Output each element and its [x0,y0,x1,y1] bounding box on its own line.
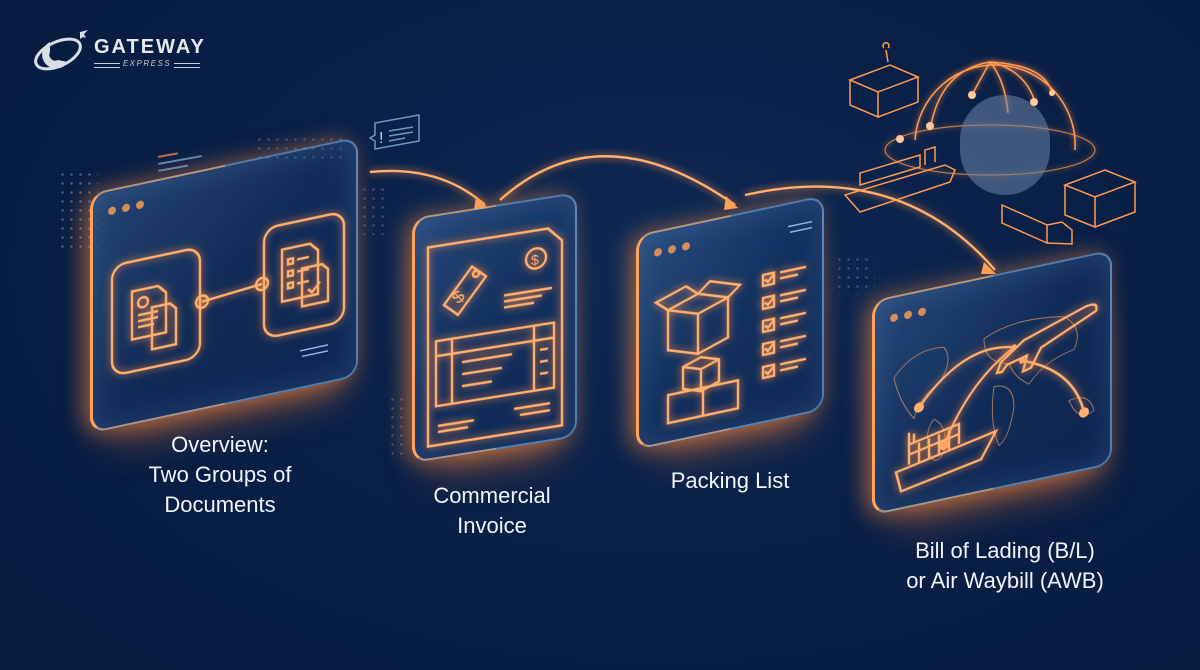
document-chart-icon [130,284,178,351]
shipping-container-icon [847,42,1138,229]
brand-tagline: EXPRESS [94,59,200,68]
dollar-coin-icon: $ [524,247,548,270]
alert-bubble-icon: ! [368,114,420,150]
checklist-icon [761,265,806,380]
price-tag-dollar-icon: $ [442,264,488,317]
commercial-invoice-panel: $ $ [412,191,577,464]
decorative-dot-grid [835,255,875,295]
brand-logo: GATEWAY EXPRESS [28,26,208,76]
decorative-dot-grid [360,185,390,235]
bill-of-lading-panel [872,249,1112,516]
svg-text:!: ! [379,130,383,147]
checklist-document-icon [280,242,330,308]
overview-panel [90,136,358,434]
stacked-boxes-icon [666,355,740,425]
svg-text:$: $ [531,251,539,268]
step-label-overview: Overview: Two Groups of Documents [148,432,292,517]
packing-list-panel [636,195,824,450]
document-group-2-box [262,212,346,338]
open-box-icon [653,279,743,356]
airplane-icon [995,303,1098,375]
brand-name: GATEWAY [94,36,206,58]
decorative-dot-grid [388,395,408,455]
step-label-packing-list: Packing List [670,468,790,493]
invoice-document-outline [426,227,564,448]
world-map-icon [893,316,1095,461]
globe-airplane-icon [34,30,88,71]
invoice-table-icon [434,321,556,408]
cargo-ship-icon [843,145,956,213]
global-logistics-illustration [843,42,1138,245]
step-label-bill-of-lading: Bill of Lading (B/L) or Air Waybill (AWB… [906,538,1104,593]
step-label-commercial-invoice: Commercial Invoice [433,483,551,538]
cargo-ship-icon [894,422,999,493]
truck-icon [1001,203,1073,245]
document-group-1-box [110,248,202,375]
